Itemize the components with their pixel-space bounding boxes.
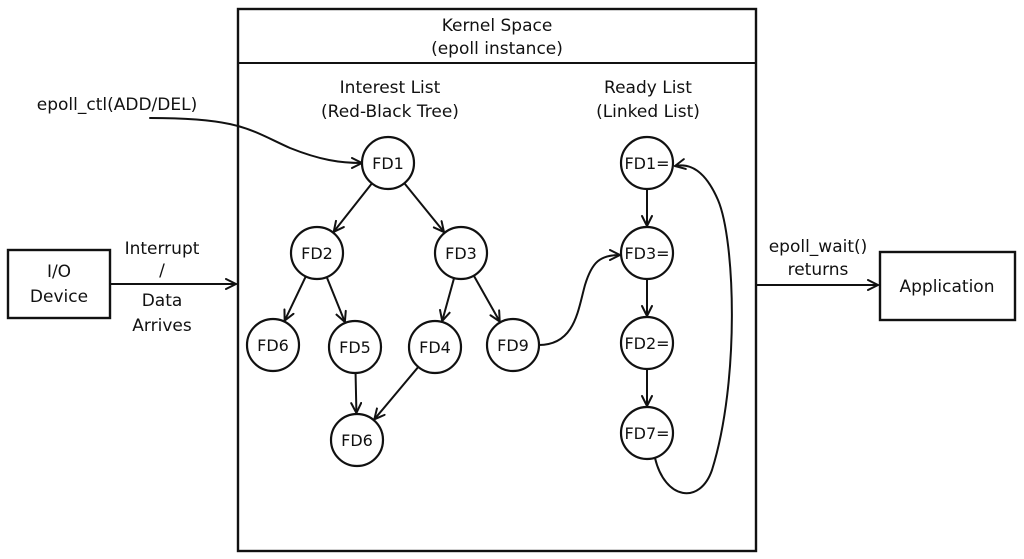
interest-list-subtitle: (Red-Black Tree): [321, 102, 459, 122]
kernel-title: Kernel Space: [442, 16, 553, 36]
io-device-box: I/O Device: [6, 248, 112, 320]
io-device-label-line1: I/O: [47, 262, 71, 282]
tree-edge-i1-i3: [403, 182, 445, 234]
epoll-ctl-label: epoll_ctl(ADD/DEL): [37, 95, 197, 115]
tree-node: FD9: [485, 317, 541, 373]
tree-node: FD4: [407, 319, 463, 375]
tree-node-circle: [360, 135, 416, 191]
tree-node-label: FD9: [497, 336, 529, 355]
tree-node-label: FD1: [372, 154, 404, 173]
tree-node: FD6: [245, 317, 301, 373]
tree-node: FD3: [433, 225, 489, 281]
tree-node-label: FD6: [341, 431, 373, 450]
tree-edge-i5-i6b: [350, 371, 363, 415]
tree-node-circle: [433, 225, 489, 281]
tree-node-label: FD5: [339, 338, 371, 357]
tree-node-circle: [329, 412, 385, 468]
tree-node-circle: [289, 225, 345, 281]
kernel-subtitle: (epoll instance): [431, 39, 563, 59]
tree-edge-i3-i9: [472, 274, 501, 323]
tree-node-label: FD4: [419, 338, 451, 357]
tree-edge-i3-i4: [439, 277, 456, 322]
tree-edge-i4-i6b: [373, 365, 420, 421]
ready-node: FD7=: [619, 405, 675, 461]
epoll-wait-label-line1: epoll_wait(): [769, 237, 868, 257]
tree-node-circle: [245, 317, 301, 373]
ready-node-circle: [619, 405, 675, 461]
cross-link-i9-r3: [538, 249, 621, 346]
ready-node: FD1=: [619, 135, 675, 191]
interrupt-label-line4: Arrives: [132, 316, 192, 336]
io-device-label-line2: Device: [30, 287, 88, 307]
tree-edge-i1-i2: [332, 182, 373, 233]
epoll-ctl-arrow: [149, 117, 363, 169]
interrupt-label-line2: /: [159, 261, 165, 281]
interest-list-title: Interest List: [340, 78, 441, 98]
ready-node-label: FD7=: [624, 424, 669, 443]
application-box: Application: [878, 250, 1017, 322]
ready-node-label: FD1=: [624, 154, 669, 173]
ready-list-loop-edge: [654, 158, 733, 495]
tree-node: FD5: [327, 319, 383, 375]
tree-node-circle: [485, 317, 541, 373]
epoll-wait-label-line2: returns: [788, 260, 849, 280]
tree-node-circle: [407, 319, 463, 375]
tree-node-label: FD3: [445, 244, 477, 263]
interrupt-label-line1: Interrupt: [125, 239, 200, 259]
ready-node-label: FD2=: [624, 334, 669, 353]
ready-list-title: Ready List: [604, 78, 692, 98]
tree-edge-i2-i5: [325, 276, 347, 323]
ready-node-circle: [619, 225, 675, 281]
tree-edge-i2-i6a: [283, 275, 307, 322]
interrupt-label-line3: Data: [142, 291, 183, 311]
tree-node: FD2: [289, 225, 345, 281]
tree-node: FD1: [360, 135, 416, 191]
tree-node-label: FD2: [301, 244, 333, 263]
application-label: Application: [900, 277, 995, 297]
tree-node: FD6: [329, 412, 385, 468]
ready-list-subtitle: (Linked List): [596, 102, 700, 122]
ready-node-circle: [619, 135, 675, 191]
kernel-space-box: Kernel Space (epoll instance): [236, 7, 758, 553]
ready-node: FD3=: [619, 225, 675, 281]
ready-node: FD2=: [619, 315, 675, 371]
ready-node-label: FD3=: [624, 244, 669, 263]
ready-node-circle: [619, 315, 675, 371]
tree-node-circle: [327, 319, 383, 375]
tree-node-label: FD6: [257, 336, 289, 355]
